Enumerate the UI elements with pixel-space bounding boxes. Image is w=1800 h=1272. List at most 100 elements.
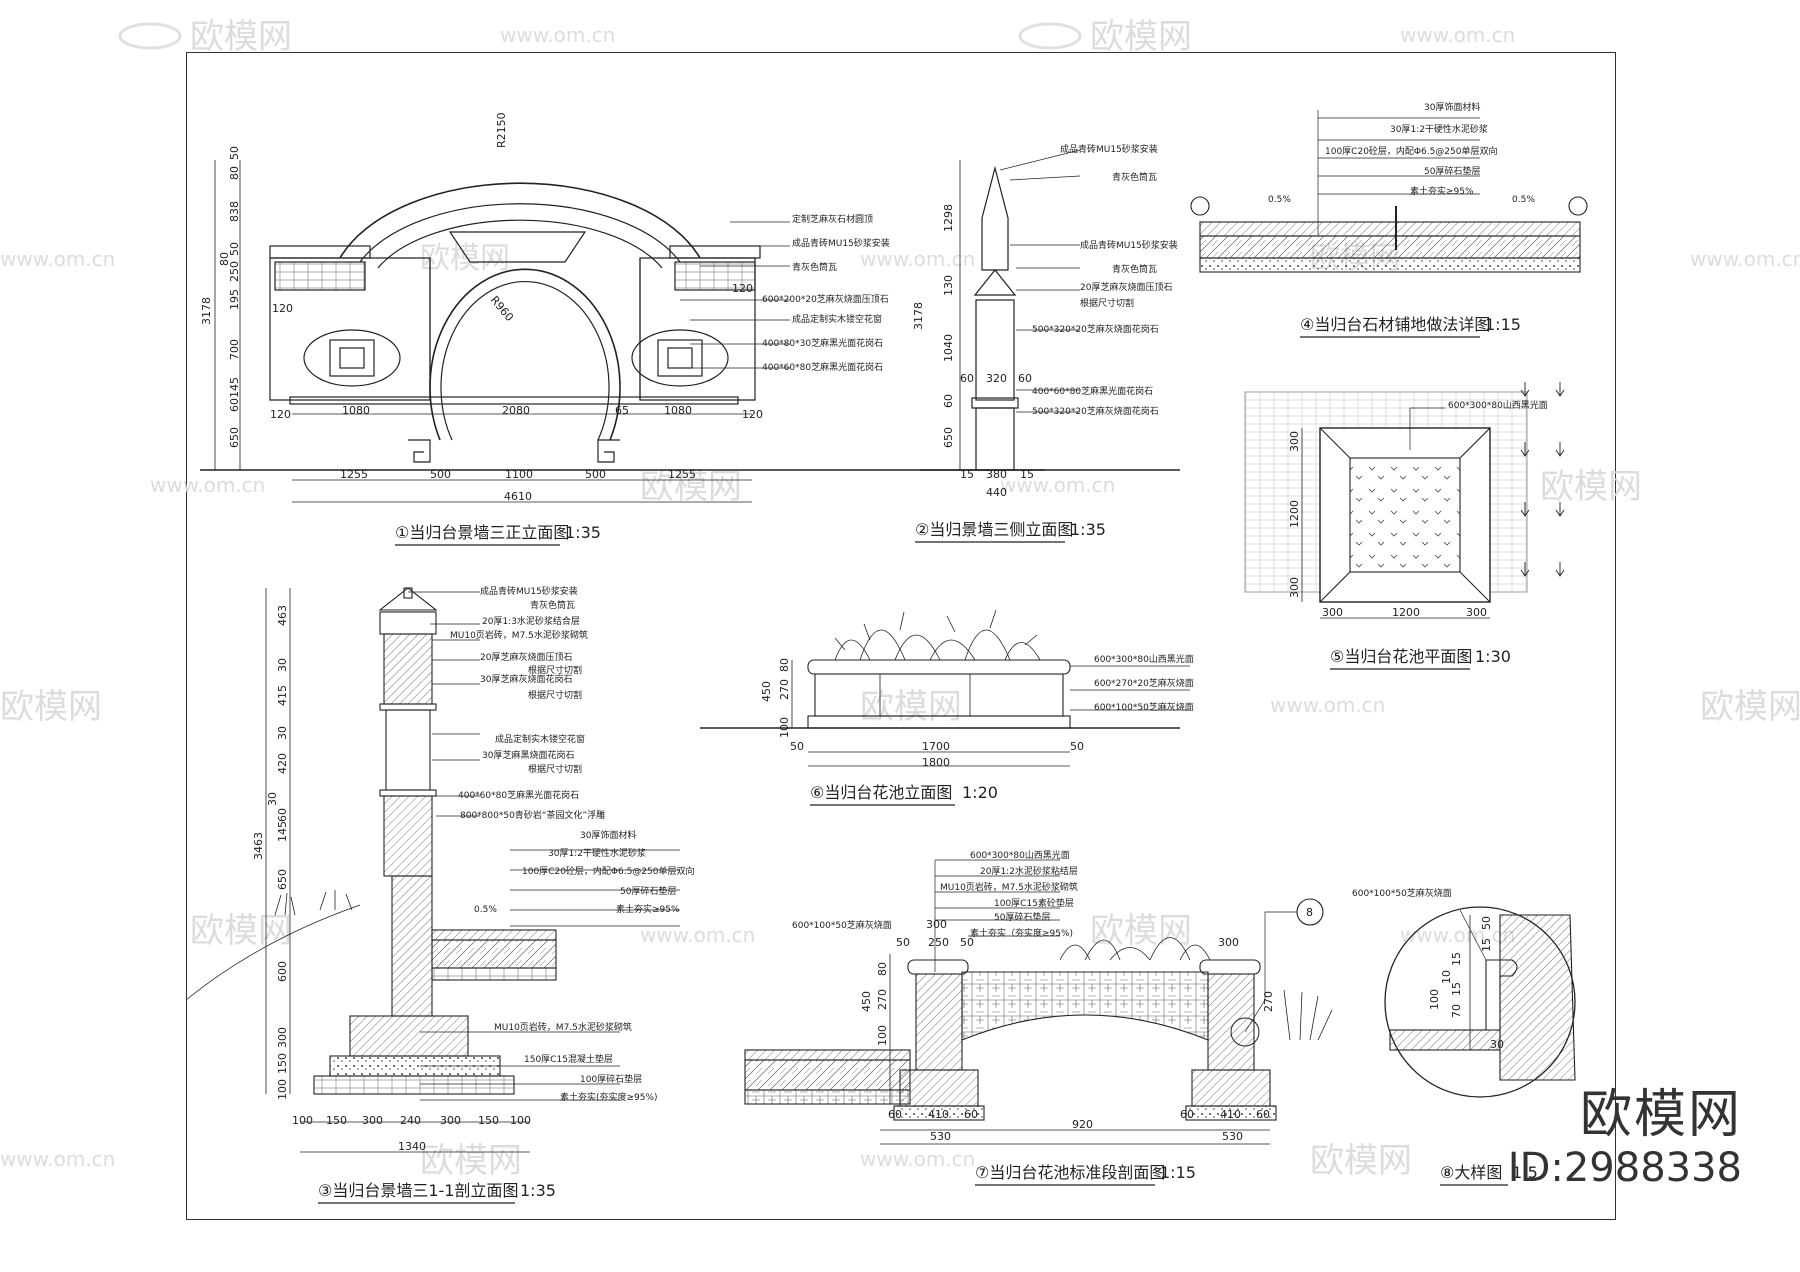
note-label: 600*300*80山西黑光面 <box>1094 653 1194 665</box>
top-cap <box>981 165 1009 271</box>
note-label: 30厚芝麻黑烧面花岗石 <box>482 749 574 761</box>
arch-brick-line <box>377 219 663 269</box>
watermark-logo-text: 欧模网 <box>860 687 962 727</box>
dim-label: 150 <box>326 1114 347 1127</box>
leader-lines <box>999 149 1081 413</box>
note-label: 成品青砖MU15砂浆安装 <box>1060 143 1158 155</box>
view-4-labels: 30厚饰面材料 30厚1:2干硬性水泥砂浆 100厚C20砼层，内配Φ6.5@2… <box>1268 101 1535 338</box>
paving-layer <box>1389 1029 1501 1051</box>
dim-label: 100 <box>876 1025 889 1046</box>
dim-label: 1200 <box>1392 606 1420 619</box>
note-label: 50厚碎石垫层 <box>620 885 676 897</box>
dim-label: 30 <box>1490 1038 1504 1051</box>
note-label: 青灰色筒瓦 <box>792 261 837 273</box>
right-footing <box>1191 1069 1271 1107</box>
view-5-labels: 600*300*80山西黑光面 300 1200 300 300 1200 30… <box>1288 399 1548 670</box>
view-3-labels: 成品青砖MU15砂浆安装 青灰色筒瓦 20厚1:3水泥砂浆结合层 MU10页岩砖… <box>252 585 695 1204</box>
dim-label: 60 <box>276 808 289 822</box>
dim-label: 410 <box>928 1108 949 1121</box>
coping-profile <box>1485 959 1518 1031</box>
note-label: 成品青砖MU15砂浆安装 <box>792 237 890 249</box>
view-scale: 1:20 <box>962 783 998 802</box>
brand-name: 欧模网 <box>1579 1085 1742 1145</box>
dim-label: 3463 <box>252 832 265 860</box>
dim-label: 300 <box>440 1114 461 1127</box>
note-label: 青灰色筒瓦 <box>1112 171 1157 183</box>
note-label: MU10页岩砖，M7.5水泥砂浆砌筑 <box>494 1021 632 1033</box>
leader-lines <box>680 221 790 369</box>
right-tile-band <box>674 261 756 291</box>
dim-label: 1700 <box>922 740 950 753</box>
dim-label: 1080 <box>664 404 692 417</box>
note-label: MU10页岩砖，M7.5水泥砂浆砌筑 <box>940 881 1078 893</box>
dim-label: 650 <box>228 427 241 448</box>
paving-base <box>431 939 557 969</box>
right-subbase <box>1185 1105 1277 1121</box>
dim-label: 195 <box>228 289 241 310</box>
dim-label: 100 <box>292 1114 313 1127</box>
view-title: ⑥当归台花池立面图 <box>810 783 952 802</box>
view-8-labels: 600*100*50芝麻灰烧面 50 15 15 10 15 100 70 30… <box>1352 887 1538 1186</box>
watermark-site: www.om.cn <box>1690 247 1800 271</box>
note-label: 素土夯实≥95% <box>616 903 680 915</box>
note-label: 600*200*20芝麻灰烧面压顶石 <box>762 293 889 305</box>
callout-leader <box>1244 911 1297 1033</box>
wall-section <box>1499 914 1576 1081</box>
note-label: 50厚碎石垫层 <box>1424 165 1480 177</box>
note-label: 20厚1:3水泥砂浆结合层 <box>482 615 580 627</box>
note-label: 30厚饰面材料 <box>580 829 636 841</box>
dim-label: 50 <box>790 740 804 753</box>
dim-label: 150 <box>478 1114 499 1127</box>
dim-label: 250 <box>228 261 241 282</box>
view-title: ⑧大样图 <box>1440 1163 1502 1182</box>
planter-base <box>807 715 1071 729</box>
watermark-logo-text: 欧模网 <box>190 17 292 57</box>
note-label: 青灰色筒瓦 <box>530 599 575 611</box>
watermark-logo-text: 欧模网 <box>0 687 102 727</box>
dim-label: 60 <box>1018 372 1032 385</box>
note-label: 600*300*80山西黑光面 <box>1448 399 1548 411</box>
note-label: 100厚碎石垫层 <box>580 1073 642 1085</box>
callout-label: 8 <box>1306 906 1313 919</box>
dim-label: 80 <box>218 252 231 266</box>
dim-label: 650 <box>276 869 289 890</box>
dim-label: 60 <box>964 1108 978 1121</box>
left-footing <box>899 1069 979 1107</box>
dim-label: 15 <box>1450 982 1463 996</box>
view-scale: 1:35 <box>1070 520 1106 539</box>
note-label: 400*60*80芝麻黑光面花岗石 <box>458 789 579 801</box>
view-title: ④当归台石材铺地做法详图 <box>1300 315 1490 334</box>
watermark-logo-text: 欧模网 <box>1090 17 1192 57</box>
watermark-site: www.om.cn <box>640 923 755 947</box>
dim-label: 2080 <box>502 404 530 417</box>
dim-label: 300 <box>276 1027 289 1048</box>
dim-label: 120 <box>270 408 291 421</box>
dim-label: 450 <box>860 991 873 1012</box>
planting-soil <box>961 971 1209 1041</box>
dim-label: 415 <box>276 685 289 706</box>
watermark-site: www.om.cn <box>0 1147 115 1171</box>
arch-band-inner <box>359 203 681 263</box>
surface-layer <box>1199 221 1581 237</box>
note-label: 400*80*30芝麻黑光面花岗石 <box>762 337 883 349</box>
pier-coping <box>379 611 437 635</box>
note-label: 500*320*20芝麻灰烧面花岗石 <box>1032 323 1159 335</box>
dim-label: 15 <box>960 468 974 481</box>
view-title: ③当归台景墙三1-1剖立面图 <box>318 1181 518 1200</box>
base-band <box>289 396 739 405</box>
watermark-site: www.om.cn <box>0 247 115 271</box>
note-label: 600*270*20芝麻灰烧面 <box>1094 677 1194 689</box>
dim-label: 50 <box>1070 740 1084 753</box>
note-label: 20厚芝麻灰烧面压顶石 <box>1080 281 1172 293</box>
note-label: 30厚饰面材料 <box>1424 101 1480 113</box>
note-label: 600*100*50芝麻灰烧面 <box>1094 701 1194 713</box>
watermark-site: www.om.cn <box>500 23 615 47</box>
slope-label: 0.5% <box>474 905 497 915</box>
leader-lines <box>1317 110 1480 235</box>
watermark-logo-icon <box>118 22 182 50</box>
right-edge-stone <box>1568 196 1588 216</box>
dim-label: 450 <box>760 681 773 702</box>
view-scale: 1:15 <box>1160 1163 1196 1182</box>
outer-arch <box>339 182 701 259</box>
